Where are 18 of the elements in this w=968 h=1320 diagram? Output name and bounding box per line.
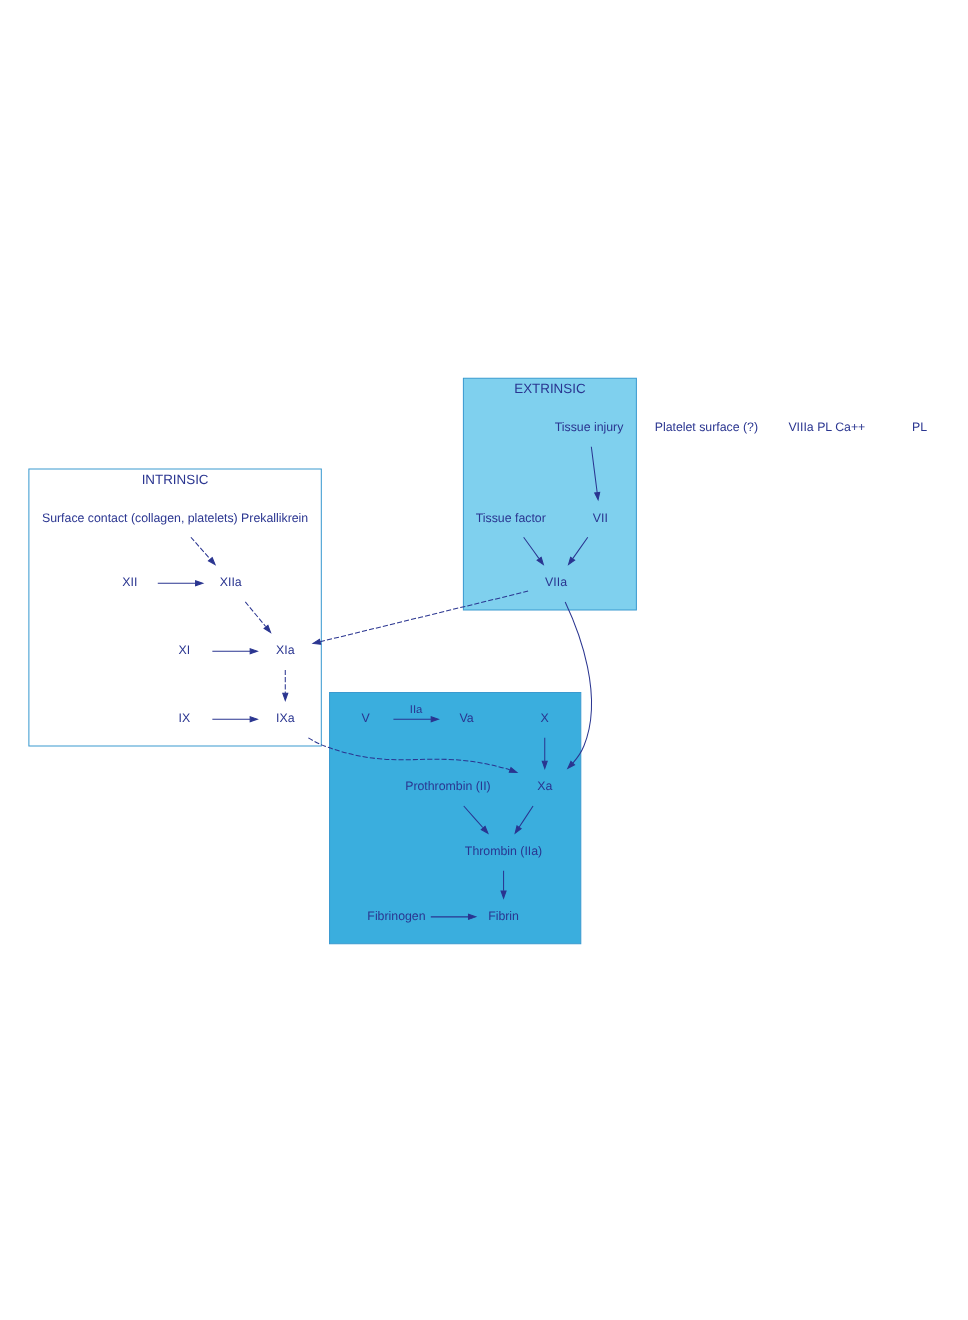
arrow [500, 869, 507, 899]
arrow [157, 579, 205, 586]
arrow [282, 668, 289, 701]
arrow [392, 714, 440, 722]
cluster [329, 690, 582, 944]
arrow [430, 912, 478, 920]
arrow [311, 589, 529, 644]
arrow [211, 646, 259, 654]
arrow [190, 535, 217, 565]
arrow [567, 535, 589, 565]
arrow [514, 804, 534, 834]
arrow [211, 714, 259, 722]
arrow [244, 600, 272, 633]
arrow [590, 445, 601, 501]
arrow [541, 736, 548, 769]
arrow [463, 804, 489, 834]
arrow [564, 600, 592, 769]
arrow [523, 535, 545, 565]
